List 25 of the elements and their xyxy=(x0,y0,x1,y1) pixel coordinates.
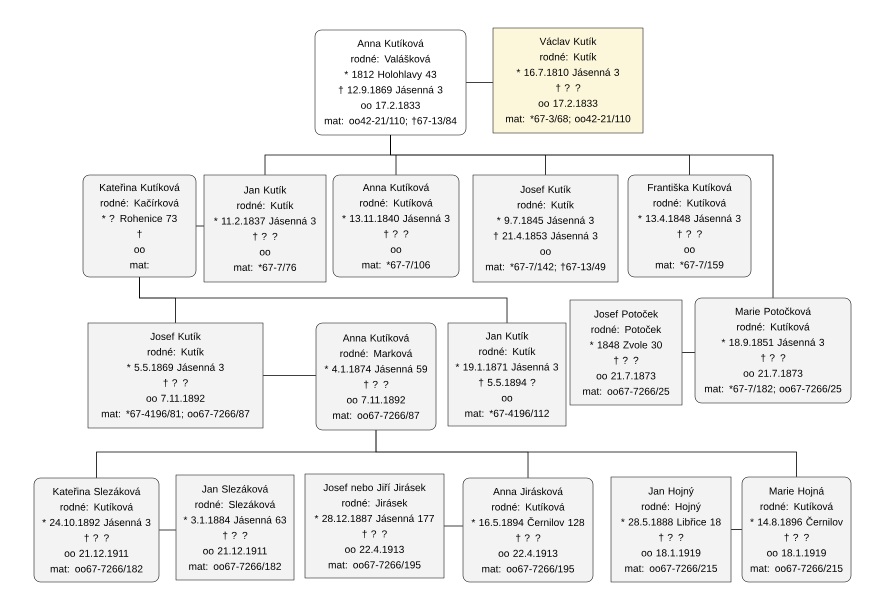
person-box: Jan Hojný rodné: Hojný * 28.5.1888 Libřice 18 † ? ? oo 18.1.1919 mat: oo67-7266/215 xyxy=(610,476,732,582)
person-box: Marie Hojná rodné: Kutíková * 14.8.1896 Černilov † ? ? oo 18.1.1919 mat: oo67-7266/215 xyxy=(742,476,852,582)
marriage-line xyxy=(466,82,494,83)
descent-line xyxy=(139,276,508,324)
person-box: Anna Kutíková rodné: Valášková * 1812 Holohlavy 43 † 12.9.1869 Jásenná 3 oo 17.2.1833 mat: oo42-21/110; †67-13/84 xyxy=(314,30,466,136)
person-box: Anna Jirásková rodné: Kutíková * 16.5.1894 Černilov 128 † ? ? oo 22.4.1913 mat: oo67-7266/195 xyxy=(462,478,594,582)
descent-line xyxy=(390,134,774,298)
person-box: Kateřina Kutíková rodné: Kačírková * ? Rohenice 73 † oo mat: xyxy=(82,174,196,278)
person-box: Anna Kutíková rodné: Marková * 4.1.1874 Jásenná 59 † ? ? oo 7.11.1892 mat: oo67-7266/87 xyxy=(316,322,436,430)
person-box: Josef Kutík rodné: Kutík * 9.7.1845 Jásenná 3 † 21.4.1853 Jásenná 3 oo mat: *67-7/142; †67-13/49 xyxy=(472,174,618,282)
marriage-line xyxy=(262,375,316,376)
person-box: Josef Potoček rodné: Potoček * 1848 Zvole 30 † ? ? oo 21.7.1873 mat: oo67-7266/25 xyxy=(570,300,682,406)
person-box: Františka Kutíková rodné: Kutíková * 13.4.1848 Jásenná 3 † ? ? oo mat: *67-7/159 xyxy=(628,174,752,278)
person-box: Jan Kutík rodné: Kutík * 11.2.1837 Jásenná 3 † ? ? oo mat: *67-7/76 xyxy=(204,174,326,282)
person-box: Marie Potočková rodné: Kutíková * 18.9.1851 Jásenná 3 † ? ? oo 21.7.1873 mat: *67-7/182; oo67-7266/25 xyxy=(694,298,852,404)
person-box: Jan Kutík rodné: Kutík * 19.1.1871 Jásenná 3 † 5.5.1894 ? oo mat: *67-4196/112 xyxy=(448,322,566,426)
person-box: Josef Kutík rodné: Kutík * 5.5.1869 Jásenná 3 † ? ? oo 7.11.1892 mat: *67-4196/81; oo67-7266/87 xyxy=(88,322,264,428)
descent-line xyxy=(376,430,797,478)
person-box: Kateřina Slezáková rodné: Kutíková * 24.10.1892 Jásenná 3 † ? ? oo 21.12.1911 mat: oo67-7266/182 xyxy=(34,478,160,582)
marriage-line xyxy=(682,352,696,353)
person-box: Josef nebo Jiří Jirásek rodné: Jirásek * 28.12.1887 Jásenná 177 † ? ? oo 22.4.1913 mat: oo67-7266/195 xyxy=(304,474,444,578)
person-box: Anna Kutíková rodné: Kutíková * 13.11.1840 Jásenná 3 † ? ? oo mat: *67-7/106 xyxy=(332,174,460,278)
person-box: Václav Kutík rodné: Kutík * 16.7.1810 Jásenná 3 † ? ? oo 17.2.1833 mat: *67-3/68; oo42-21/110 xyxy=(492,28,644,134)
person-box: Jan Slezáková rodné: Slezáková * 3.1.1884 Jásenná 63 † ? ? oo 21.12.1911 mat: oo67-7266/182 xyxy=(176,474,294,580)
marriage-line xyxy=(730,529,742,530)
